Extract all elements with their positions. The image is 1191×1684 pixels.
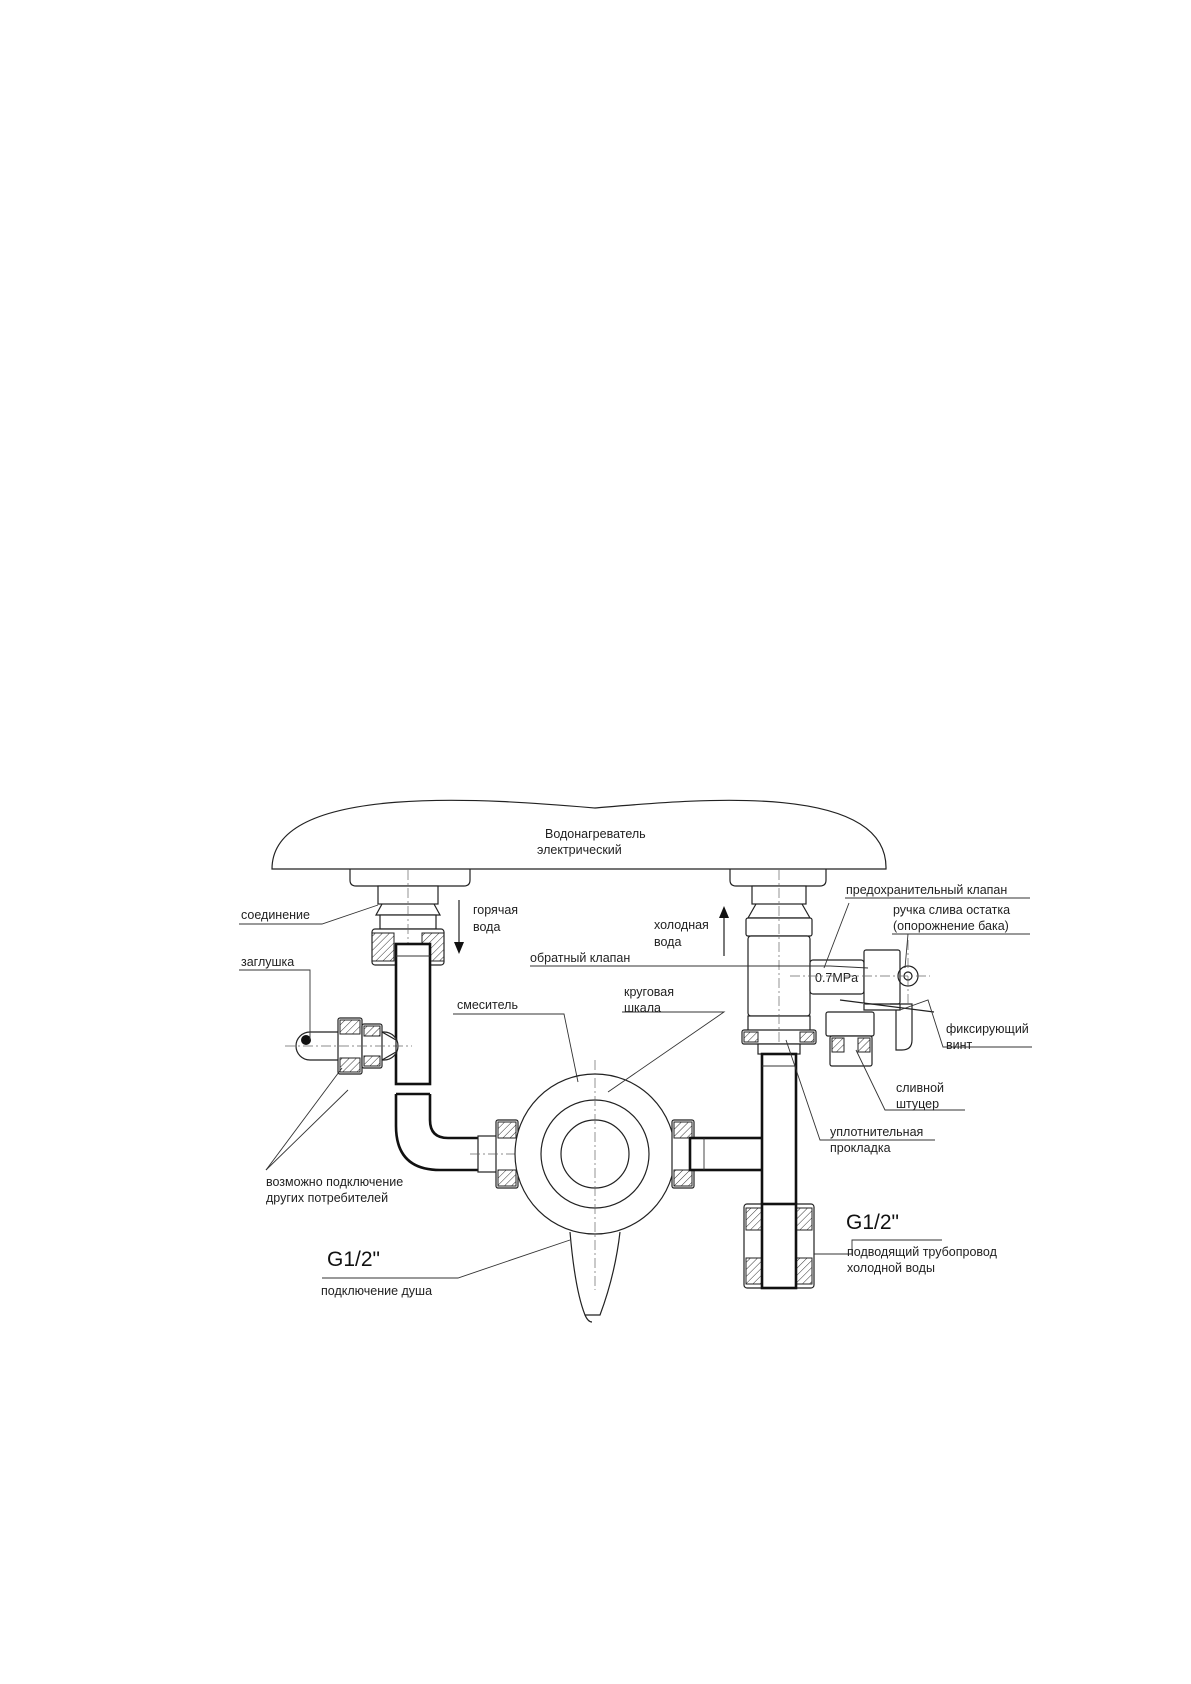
label-thread-right: G1/2" — [846, 1211, 899, 1234]
cold-mixer-connection — [671, 1119, 774, 1189]
label-drain-handle-2: (опорожнение бака) — [893, 919, 1009, 933]
label-gasket-2: прокладка — [830, 1141, 891, 1155]
hot-elbow-pipe — [394, 1092, 690, 1189]
flow-arrows — [454, 900, 729, 956]
label-safety-valve: предохранительный клапан — [846, 883, 1007, 897]
label-other-consumers-1: возможно подключение — [266, 1175, 403, 1189]
label-mixer: смеситель — [457, 998, 518, 1012]
label-fixing-screw-1: фиксирующий — [946, 1022, 1029, 1036]
heater-label-line1: Водонагреватель — [545, 827, 646, 841]
label-thread-left: G1/2" — [327, 1248, 380, 1271]
label-connection: соединение — [241, 908, 310, 922]
label-drain-fitting-2: штуцер — [896, 1097, 939, 1111]
cold-supply-pipe — [743, 1043, 815, 1290]
label-hot-water-1: горячая — [473, 903, 518, 917]
safety-valve: 0.7MPa — [790, 940, 935, 1067]
cold-water-inlet — [729, 869, 827, 1230]
hot-water-riser-pipe — [394, 942, 432, 1086]
label-cold-supply-2: холодной воды — [847, 1261, 935, 1275]
label-cold-supply-1: подводящий трубопровод — [847, 1245, 998, 1259]
labels: соединение горячая вода холодная вода пр… — [241, 883, 1029, 1298]
mixer — [514, 1060, 676, 1323]
hot-water-outlet — [349, 869, 471, 1008]
label-hot-water-2: вода — [473, 920, 500, 934]
water-heater-tank: Водонагреватель электрический — [271, 799, 887, 870]
label-plug: заглушка — [241, 955, 294, 969]
label-drain-handle-1: ручка слива остатка — [893, 903, 1010, 917]
label-other-consumers-2: других потребителей — [266, 1191, 388, 1205]
label-fixing-screw-2: винт — [946, 1038, 973, 1052]
plug-branch — [285, 1017, 412, 1075]
label-gasket-1: уплотнительная — [830, 1125, 923, 1139]
label-dial-2: шкала — [624, 1001, 661, 1015]
label-cold-water-1: холодная — [654, 918, 709, 932]
label-drain-fitting-1: сливной — [896, 1081, 944, 1095]
label-shower: подключение душа — [321, 1284, 432, 1298]
leader-lines — [239, 897, 1032, 1279]
label-dial-1: круговая — [624, 985, 674, 999]
label-cold-water-2: вода — [654, 935, 681, 949]
pressure-label: 0.7MPa — [815, 971, 858, 985]
label-check-valve: обратный клапан — [530, 951, 630, 965]
heater-label-line2: электрический — [537, 843, 622, 857]
